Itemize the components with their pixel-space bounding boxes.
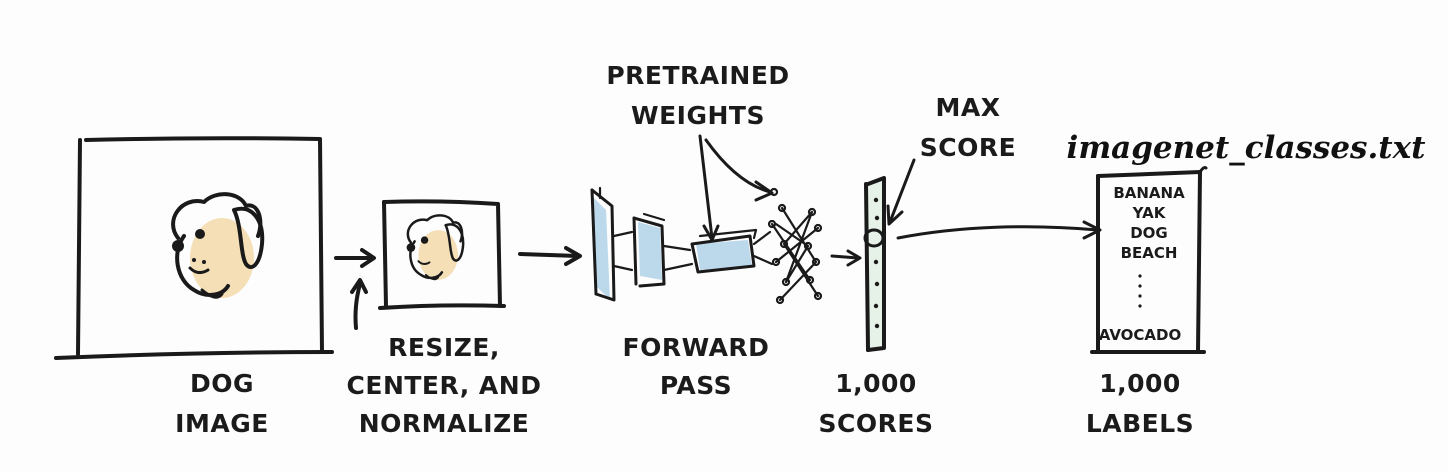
preprocessed-image-frame [378, 199, 506, 310]
preprocess-label-1: RESIZE, [388, 333, 500, 362]
dog-image-label-2: IMAGE [175, 409, 269, 438]
label-item-yak: YAK [1132, 204, 1167, 222]
forward-label-2: PASS [660, 371, 732, 400]
arrow-weights-to-nodes [704, 138, 774, 202]
dog-image-frame [54, 136, 334, 360]
labels-file-box [1090, 166, 1208, 354]
dog-face-small [406, 214, 465, 281]
arrow-to-scores [830, 249, 862, 267]
max-score-label-2: SCORE [920, 133, 1016, 162]
label-item-beach: BEACH [1121, 244, 1178, 262]
labels-label-1: 1,000 [1099, 369, 1181, 398]
preprocess-label-3: NORMALIZE [359, 409, 530, 438]
labels-label-2: LABELS [1086, 409, 1194, 438]
preprocess-label-2: CENTER, AND [347, 371, 542, 400]
weights-label-2: WEIGHTS [631, 101, 765, 130]
scores-vector [863, 176, 886, 352]
label-item-avocado: AVOCADO [1099, 326, 1182, 344]
network-layer-3 [690, 228, 758, 274]
scores-label-2: SCORES [819, 409, 934, 438]
scores-label-1: 1,000 [835, 369, 917, 398]
weights-label-1: PRETRAINED [606, 61, 789, 90]
arrow-max-score [886, 158, 916, 226]
arrow-weights-to-layer [698, 134, 720, 242]
label-item-dog: DOG [1130, 224, 1168, 242]
label-list-ellipsis [1138, 274, 1142, 308]
arrow-to-labels [896, 220, 1102, 240]
dog-image-label-1: DOG [190, 369, 254, 398]
network-layer-2 [632, 212, 666, 288]
forward-label-1: FORWARD [623, 333, 770, 362]
network-connections [612, 230, 774, 272]
label-item-banana: BANANA [1113, 184, 1185, 202]
dog-face-large [171, 192, 265, 299]
arrow-to-network [518, 246, 582, 266]
arrow-up-preprocess [350, 278, 368, 330]
network-layer-1 [590, 186, 616, 302]
network-dense-nodes [767, 187, 823, 305]
labels-file-name: imagenet_classes.txt [1067, 130, 1427, 166]
max-score-label-1: MAX [935, 93, 1000, 122]
arrow-to-preprocess [334, 248, 376, 268]
